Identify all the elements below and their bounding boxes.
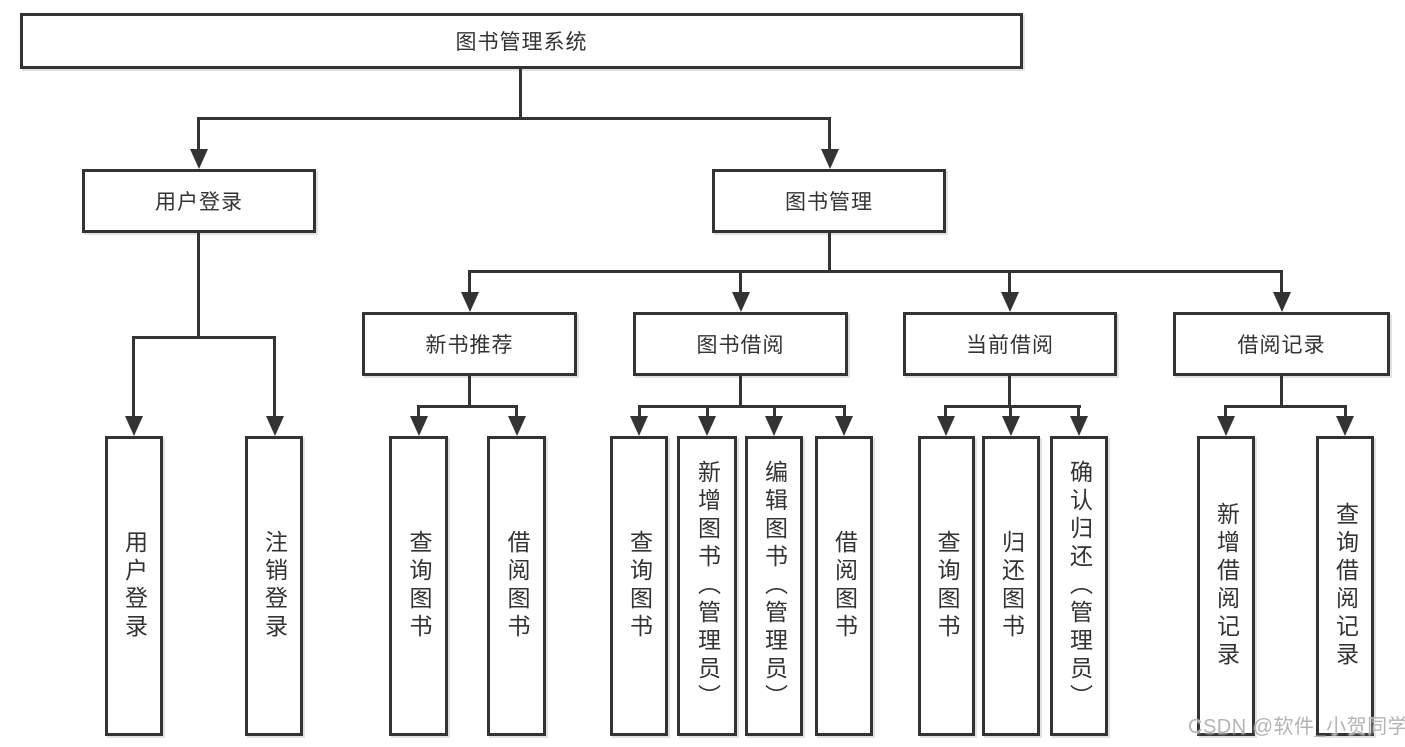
- arrow-down-icon: [937, 416, 955, 436]
- connector-borrowing-records-hline: [1224, 405, 1346, 408]
- leaf-query-book-recommend-label: 查询图书: [406, 530, 432, 642]
- node-user-login-label: 用户登录: [155, 191, 243, 214]
- leaf-return-book: 归还图书: [982, 436, 1040, 736]
- leaf-query-book-borrowing-label: 查询图书: [626, 530, 653, 642]
- leaf-logout-label: 注销登录: [261, 530, 288, 642]
- connector-new-book-hline: [417, 405, 518, 408]
- leaf-query-book-current: 查询图书: [918, 436, 975, 736]
- connector-leaf-stem: [638, 405, 641, 418]
- arrow-down-icon: [266, 416, 284, 436]
- connector-level3-stem: [468, 270, 471, 295]
- leaf-borrow-book-label: 借阅图书: [831, 530, 858, 642]
- leaf-logout: 注销登录: [245, 436, 303, 736]
- leaf-query-book-current-label: 查询图书: [934, 530, 960, 642]
- arrow-down-icon: [1336, 416, 1354, 436]
- leaf-query-borrow-record: 查询借阅记录: [1316, 436, 1374, 736]
- leaf-confirm-return-admin-label: 确认归还（管理员）: [1066, 460, 1093, 712]
- connector-leaf-stem: [1009, 405, 1012, 418]
- leaf-add-borrow-record-label: 新增借阅记录: [1213, 502, 1240, 670]
- connector-leaf-stem: [944, 405, 947, 418]
- connector-leaf-stem: [1344, 405, 1347, 418]
- node-root: 图书管理系统: [20, 13, 1023, 69]
- arrow-down-icon: [1217, 416, 1235, 436]
- connector-level3-stem: [1280, 270, 1283, 295]
- arrow-down-icon: [765, 416, 783, 436]
- connector-leaf-stem: [1224, 405, 1227, 418]
- connector-new-book-vline: [468, 376, 471, 407]
- node-book-management-label: 图书管理: [785, 191, 873, 214]
- arrow-down-icon: [698, 416, 716, 436]
- leaf-query-book-borrowing: 查询图书: [610, 436, 668, 736]
- connector-leaf-stem: [132, 336, 135, 418]
- leaf-add-book-admin: 新增图书（管理员）: [677, 436, 737, 736]
- connector-level3-stem: [1008, 270, 1011, 295]
- watermark: CSDN @软件_小贺同学: [1188, 716, 1405, 738]
- node-book-borrowing: 图书借阅: [633, 312, 848, 376]
- connector-book-borrowing-vline: [739, 376, 742, 407]
- connector-level3-hline: [468, 270, 1283, 273]
- arrow-down-icon: [461, 292, 479, 312]
- connector-leaf-stem: [706, 405, 709, 418]
- leaf-add-book-admin-label: 新增图书（管理员）: [694, 460, 721, 712]
- node-current-borrowing: 当前借阅: [903, 312, 1117, 376]
- connector-user-login-vline: [197, 233, 200, 339]
- node-user-login: 用户登录: [82, 169, 316, 233]
- arrow-down-icon: [125, 416, 143, 436]
- arrow-down-icon: [630, 416, 648, 436]
- node-current-borrowing-label: 当前借阅: [966, 334, 1054, 357]
- connector-book-management-stem: [828, 117, 831, 152]
- leaf-return-book-label: 归还图书: [998, 530, 1025, 642]
- arrow-down-icon: [732, 292, 750, 312]
- arrow-down-icon: [821, 149, 839, 169]
- connector-root-vline: [519, 69, 522, 119]
- connector-book-borrowing-hline: [638, 405, 845, 408]
- node-borrowing-records: 借阅记录: [1173, 312, 1390, 376]
- connector-user-login-hline: [132, 336, 276, 339]
- connector-leaf-stem: [1077, 405, 1080, 418]
- connector-user-login-stem: [197, 117, 200, 152]
- arrow-down-icon: [410, 416, 428, 436]
- connector-level3-stem: [739, 270, 742, 295]
- leaf-borrow-book: 借阅图书: [815, 436, 873, 736]
- connector-book-management-vline: [828, 233, 831, 272]
- connector-leaf-stem: [773, 405, 776, 418]
- leaf-user-login: 用户登录: [105, 436, 163, 736]
- arrow-down-icon: [835, 416, 853, 436]
- node-borrowing-records-label: 借阅记录: [1237, 334, 1326, 357]
- connector-current-borrowing-vline: [1008, 376, 1011, 407]
- connector-leaf-stem: [417, 405, 420, 418]
- connector-leaf-stem: [843, 405, 846, 418]
- connector-borrowing-records-vline: [1280, 376, 1283, 407]
- node-root-label: 图书管理系统: [455, 31, 588, 54]
- leaf-add-borrow-record: 新增借阅记录: [1197, 436, 1255, 736]
- arrow-down-icon: [1070, 416, 1088, 436]
- leaf-edit-book-admin-label: 编辑图书（管理员）: [761, 460, 788, 712]
- arrow-down-icon: [190, 149, 208, 169]
- connector-level2-hline: [197, 117, 831, 120]
- arrow-down-icon: [1001, 292, 1019, 312]
- leaf-query-book-recommend: 查询图书: [389, 436, 448, 736]
- connector-current-borrowing-hline: [944, 405, 1081, 408]
- node-book-borrowing-label: 图书借阅: [696, 334, 785, 357]
- leaf-confirm-return-admin: 确认归还（管理员）: [1050, 436, 1108, 736]
- leaf-user-login-label: 用户登录: [121, 530, 148, 642]
- node-book-management: 图书管理: [712, 169, 946, 233]
- arrow-down-icon: [1002, 416, 1020, 436]
- arrow-down-icon: [508, 416, 526, 436]
- leaf-query-borrow-record-label: 查询借阅记录: [1332, 502, 1359, 670]
- node-new-book-recommend: 新书推荐: [362, 312, 577, 376]
- leaf-borrow-book-recommend: 借阅图书: [487, 436, 546, 736]
- leaf-borrow-book-recommend-label: 借阅图书: [504, 530, 530, 642]
- connector-leaf-stem: [273, 336, 276, 418]
- arrow-down-icon: [1273, 292, 1291, 312]
- node-new-book-recommend-label: 新书推荐: [425, 334, 514, 357]
- leaf-edit-book-admin: 编辑图书（管理员）: [745, 436, 803, 736]
- connector-leaf-stem: [515, 405, 518, 418]
